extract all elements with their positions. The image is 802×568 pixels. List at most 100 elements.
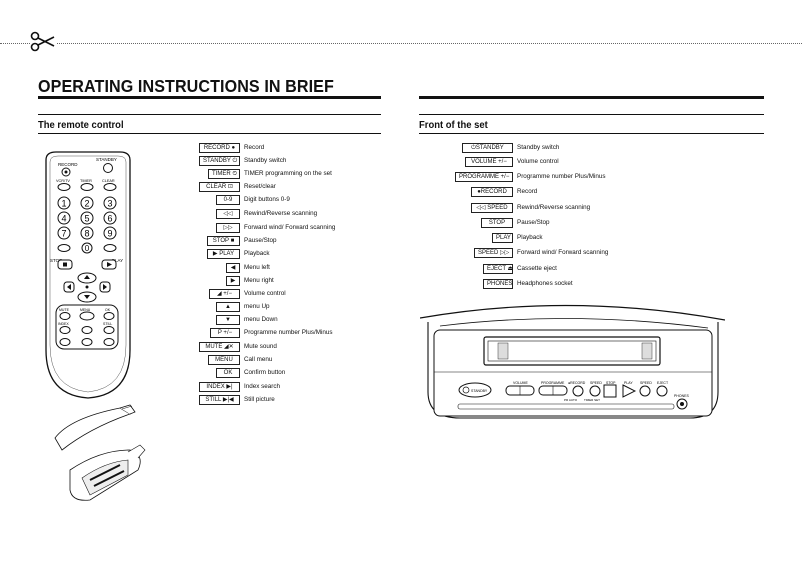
front-key-forward: SPEED ▷▷	[474, 247, 513, 258]
front-stop-button[interactable]	[603, 384, 617, 398]
front-rewind-button[interactable]	[589, 385, 601, 397]
legend-desc-ok: Confirm button	[244, 369, 286, 376]
legend-desc-call-menu: Call menu	[244, 356, 273, 363]
remote-label-mute: MUTE	[59, 308, 70, 312]
front-standby-button[interactable]	[458, 382, 492, 398]
remote-digit-6[interactable]: 6	[103, 211, 117, 225]
front-eject-button[interactable]	[656, 385, 668, 397]
remote-index-button[interactable]	[59, 326, 71, 334]
remote-digit-7[interactable]: 7	[57, 226, 71, 240]
front-desc-play: Playback	[517, 234, 543, 241]
legend-key-call-menu: MENU	[208, 354, 240, 365]
front-key-rewind: ◁◁ SPEED	[471, 202, 513, 213]
remote-still-button[interactable]	[103, 326, 115, 334]
svg-text:0: 0	[85, 244, 90, 253]
remote-digit-1[interactable]: 1	[57, 196, 71, 210]
front-desc-phones: Headphones socket	[517, 280, 573, 287]
front-label-phones: PHONES	[674, 394, 689, 398]
remote-digit-0[interactable]: 0	[81, 242, 93, 254]
remote-digit-9[interactable]: 9	[103, 226, 117, 240]
legend-key-still: STILL ▶|◀	[199, 394, 240, 405]
front-record-button[interactable]	[572, 385, 584, 397]
remote-extra-button-2[interactable]	[81, 338, 93, 346]
remote-label-timer: TIMER	[80, 179, 92, 183]
remote-section-rule-bottom	[38, 133, 381, 134]
legend-desc-programme: Programme number Plus/Minus	[244, 329, 333, 336]
page-title: OPERATING INSTRUCTIONS IN BRIEF	[38, 76, 334, 96]
legend-desc-volume: Volume control	[244, 290, 286, 297]
remote-digit-5[interactable]: 5	[80, 211, 94, 225]
front-label-eject: EJECT	[657, 381, 669, 385]
remote-ok-button[interactable]	[103, 312, 115, 320]
front-panel-diagram: STANDBY VOLUME PROGRAMME ●RECORD SPEED S…	[420, 304, 725, 419]
front-key-standby: ⏻STANDBY	[462, 142, 513, 153]
svg-text:3: 3	[107, 199, 112, 209]
legend-desc-forward: Forward wind/ Forward scanning	[244, 224, 336, 231]
legend-key-ok: OK	[216, 367, 240, 378]
legend-desc-menu-right: Menu right	[244, 277, 274, 284]
legend-desc-menu-up: menu Up	[244, 303, 270, 310]
front-label-speed2: SPEED	[640, 381, 652, 385]
legend-key-clear: CLEAR ⊡	[199, 181, 240, 192]
legend-key-menu-up: ▲	[216, 301, 240, 312]
remote-rewind-button[interactable]	[57, 244, 71, 252]
front-desc-standby: Standby switch	[517, 144, 560, 151]
front-section-rule-top	[419, 114, 764, 115]
remote-digit-2[interactable]: 2	[80, 196, 94, 210]
remote-mute-button[interactable]	[59, 312, 71, 320]
legend-key-menu-left: ◀	[226, 262, 240, 273]
front-label-pr-auto: PR AUTO	[564, 398, 578, 402]
legend-desc-still: Still picture	[244, 396, 275, 403]
front-desc-volume: Volume control	[517, 158, 559, 165]
legend-desc-index: Index search	[244, 383, 281, 390]
legend-key-play: ▶ PLAY	[207, 248, 240, 259]
front-section-rule-bottom	[419, 133, 764, 134]
legend-key-index: INDEX ▶|	[199, 381, 240, 392]
front-desc-record: Record	[517, 188, 538, 195]
remote-control-diagram: RECORD STANDBY VCR/TV TIMER CLEAR 1 2 3 …	[45, 151, 131, 399]
svg-text:1: 1	[61, 199, 66, 209]
svg-text:9: 9	[107, 229, 112, 239]
legend-key-timer: TIMER ⏲	[208, 168, 240, 179]
svg-text:8: 8	[84, 229, 89, 239]
legend-key-record: RECORD ●	[199, 142, 240, 153]
remote-forward-button[interactable]	[103, 244, 117, 252]
remote-extra-button-1[interactable]	[59, 338, 71, 346]
remote-label-standby: STANDBY	[96, 157, 117, 162]
cut-line	[0, 43, 802, 44]
battery-compartment-diagram	[54, 404, 146, 501]
legend-key-volume: ◢ +/−	[209, 288, 240, 299]
remote-speed-button[interactable]	[81, 326, 93, 334]
front-desc-stop: Pause/Stop	[517, 219, 550, 226]
legend-key-menu-right: ▶	[226, 275, 240, 286]
legend-desc-play: Playback	[244, 250, 270, 257]
title-rule-right	[419, 96, 764, 99]
legend-desc-stop: Pause/Stop	[244, 237, 277, 244]
remote-label-index: INDEX	[58, 322, 69, 326]
svg-text:4: 4	[61, 214, 66, 224]
legend-key-forward: ▷▷	[216, 222, 240, 233]
front-label-play: PLAY	[624, 381, 633, 385]
front-desc-programme: Programme number Plus/Minus	[517, 173, 606, 180]
legend-desc-clear: Reset/clear	[244, 183, 276, 190]
remote-digit-8[interactable]: 8	[80, 226, 94, 240]
remote-clear-button[interactable]	[103, 183, 117, 191]
remote-digit-3[interactable]: 3	[103, 196, 117, 210]
svg-text:5: 5	[84, 214, 89, 224]
remote-standby-button[interactable]	[103, 163, 113, 173]
front-forward-button[interactable]	[639, 385, 651, 397]
front-desc-eject: Cassette eject	[517, 265, 557, 272]
remote-vcrtv-button[interactable]	[57, 183, 71, 191]
remote-label-vcrtv: VCR/TV	[56, 179, 70, 183]
title-rule-left	[38, 96, 381, 99]
remote-digit-4[interactable]: 4	[57, 211, 71, 225]
svg-text:2: 2	[84, 199, 89, 209]
remote-extra-button-3[interactable]	[103, 338, 115, 346]
legend-key-rewind: ◁◁	[216, 208, 240, 219]
front-play-button[interactable]	[622, 384, 637, 398]
remote-label-play: PLAY	[112, 258, 123, 263]
remote-menu-button[interactable]	[79, 311, 95, 321]
remote-timer-button[interactable]	[80, 183, 94, 191]
legend-key-standby: STANDBY ⏻	[199, 155, 240, 166]
legend-desc-rewind: Rewind/Reverse scanning	[244, 210, 318, 217]
